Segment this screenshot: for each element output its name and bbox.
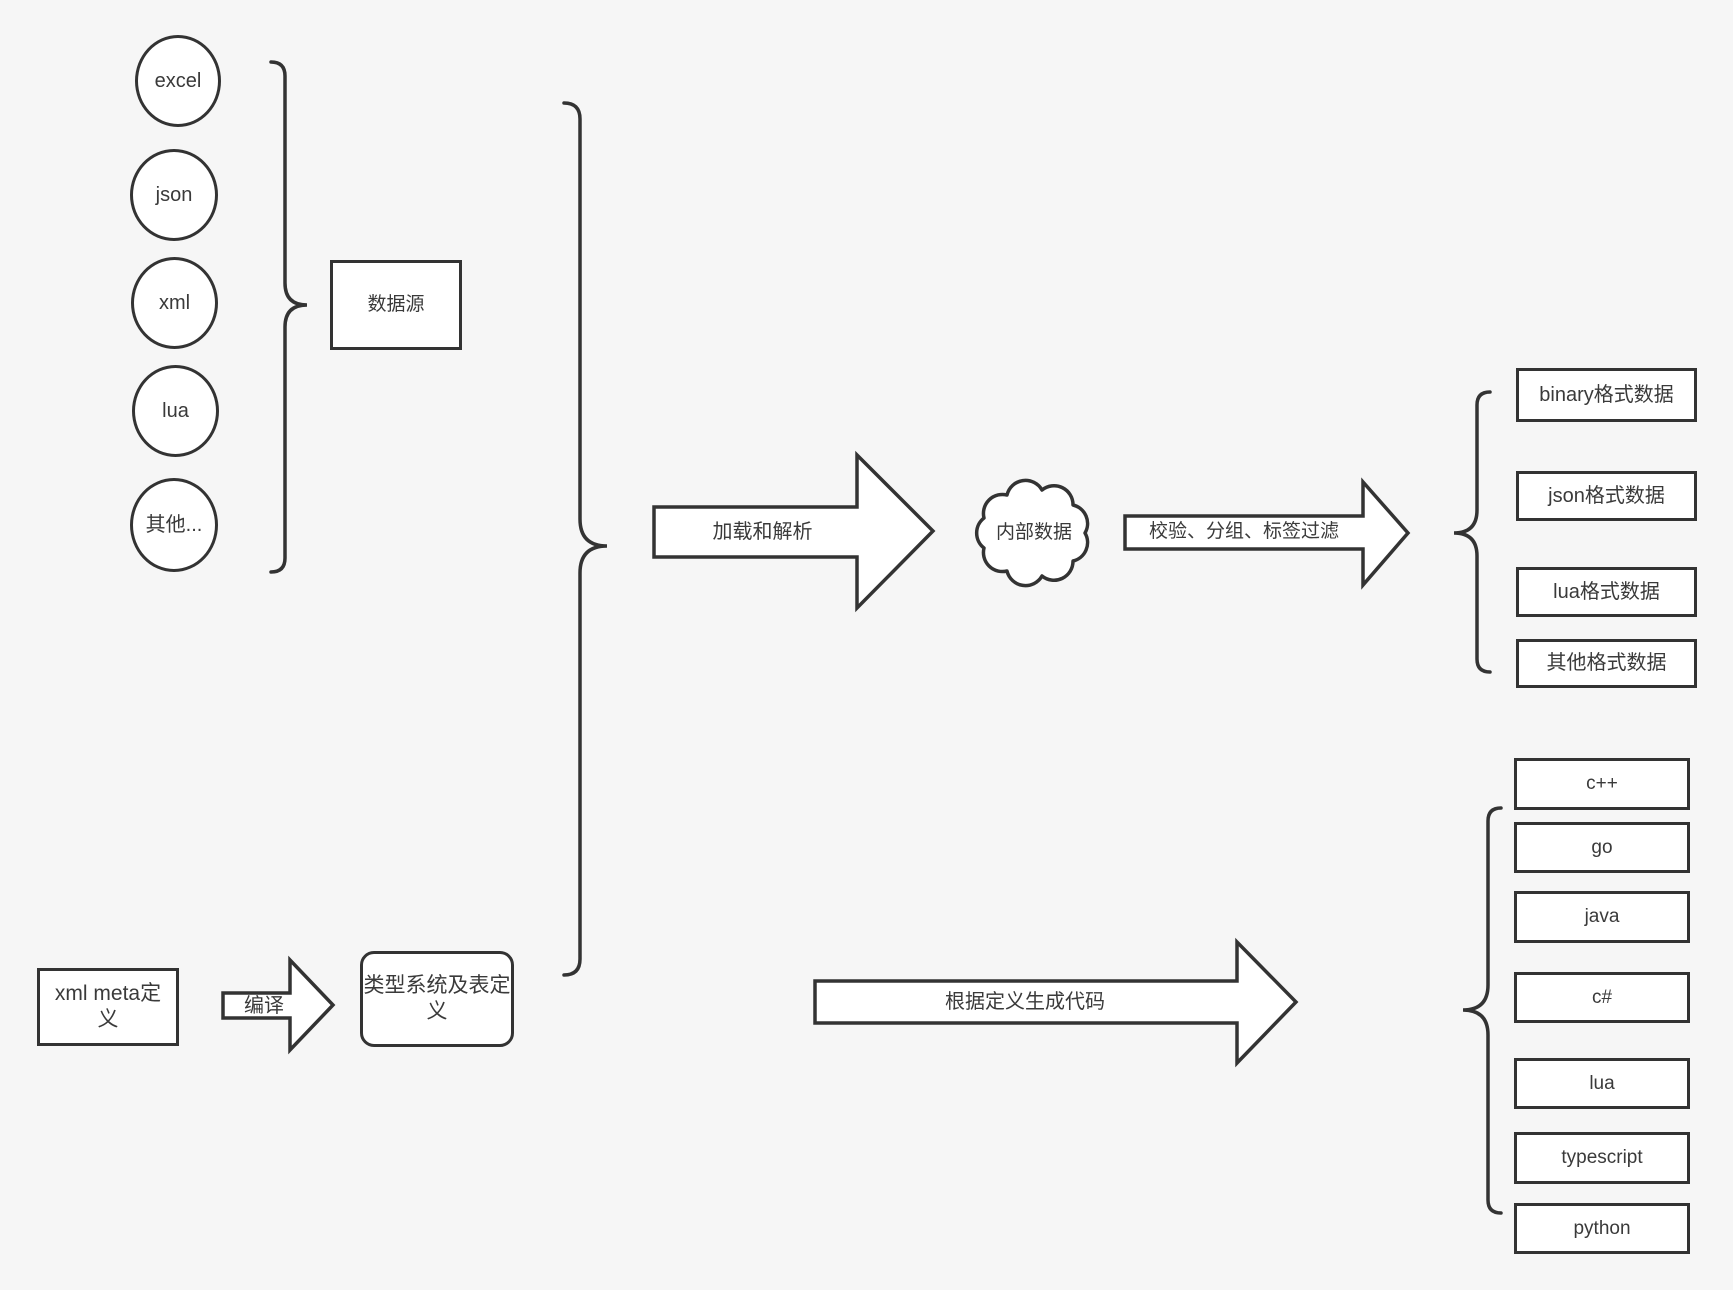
data-source-group-box: 数据源: [330, 260, 462, 350]
languages-brace: [1462, 806, 1503, 1215]
language-box-csharp: c#: [1514, 972, 1690, 1023]
filter-arrow: [1123, 477, 1411, 590]
language-box-go: go: [1514, 822, 1690, 873]
source-node-xml: xml: [131, 257, 218, 349]
format-box-binary: binary格式数据: [1516, 368, 1697, 422]
source-node-json: json: [130, 149, 218, 241]
language-box-typescript: typescript: [1514, 1132, 1690, 1184]
format-box-lua: lua格式数据: [1516, 567, 1697, 617]
main-brace: [562, 101, 608, 977]
codegen-arrow: [813, 937, 1299, 1068]
language-box-java: java: [1514, 891, 1690, 943]
sources-brace: [269, 60, 308, 574]
xml-meta-box: xml meta定义: [37, 968, 179, 1046]
xml-meta-box-label: xml meta定义: [54, 981, 162, 1031]
language-box-lua: lua: [1514, 1058, 1690, 1109]
language-box-cpp: c++: [1514, 758, 1690, 810]
source-node-lua: lua: [132, 365, 219, 457]
format-box-json: json格式数据: [1516, 471, 1697, 521]
format-box-other: 其他格式数据: [1516, 639, 1697, 688]
formats-brace: [1453, 390, 1492, 674]
source-node-other: 其他...: [130, 478, 218, 572]
compile-arrow: [221, 955, 336, 1055]
internal-data-cloud: [974, 478, 1090, 588]
language-box-python: python: [1514, 1203, 1690, 1254]
type-system-box: 类型系统及表定义: [360, 951, 514, 1047]
source-node-excel: excel: [135, 35, 221, 127]
load-parse-arrow: [652, 450, 936, 613]
